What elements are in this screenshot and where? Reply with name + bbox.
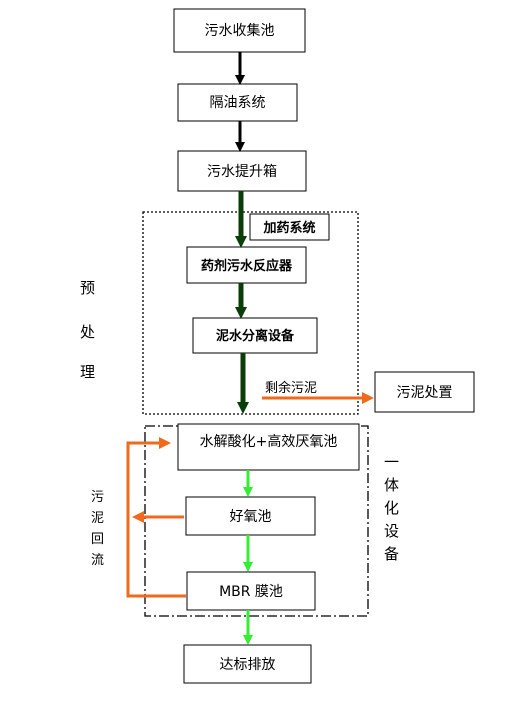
dosing-system-box [249,213,330,241]
aerobic-box [185,496,316,536]
mbr-box [186,571,316,611]
oil-separation-label: 隔油系统 [210,95,266,111]
sludge-return-label-4: 流 [91,553,104,568]
pretreatment-label-2: 处 [80,323,95,341]
integrated-label-3: 化 [384,499,399,517]
integrated-label-4: 设 [384,522,399,540]
sludge-return-label-3: 回 [91,532,104,547]
pretreatment-label-1: 预 [80,279,95,297]
sludge-return-label-2: 泥 [91,511,104,526]
sludge-return-loop [126,437,186,598]
sludge-disposal-label: 污泥处置 [397,385,453,401]
oil-separation-box [177,83,298,122]
dosing-system-label: 加药系统 [262,220,315,236]
pretreatment-frame [142,211,359,415]
collection-tank-label: 污水收集池 [205,22,275,39]
aerobic-label: 好氧池 [230,509,272,525]
separation-label: 泥水分离设备 [216,328,295,344]
integrated-label-5: 备 [384,545,399,563]
residual-sludge-label: 剩余污泥 [265,380,317,396]
pretreatment-label-3: 理 [80,363,95,381]
discharge-label: 达标排放 [220,657,276,673]
integrated-label-1: 一 [384,453,399,471]
collection-tank-box [173,8,306,53]
integrated-label-2: 体 [384,476,399,494]
separation-box [192,317,318,354]
reactor-label: 药剂污水反应器 [201,258,293,274]
sludge-return-label-1: 污 [91,490,104,505]
discharge-box [183,644,312,684]
hydrolysis-box [177,423,360,471]
lift-tank-label: 污水提升箱 [207,164,277,180]
sludge-disposal-box [374,371,475,413]
hydrolysis-label: 水解酸化+高效厌氧池 [200,433,338,450]
mbr-label: MBR 膜池 [219,584,283,600]
